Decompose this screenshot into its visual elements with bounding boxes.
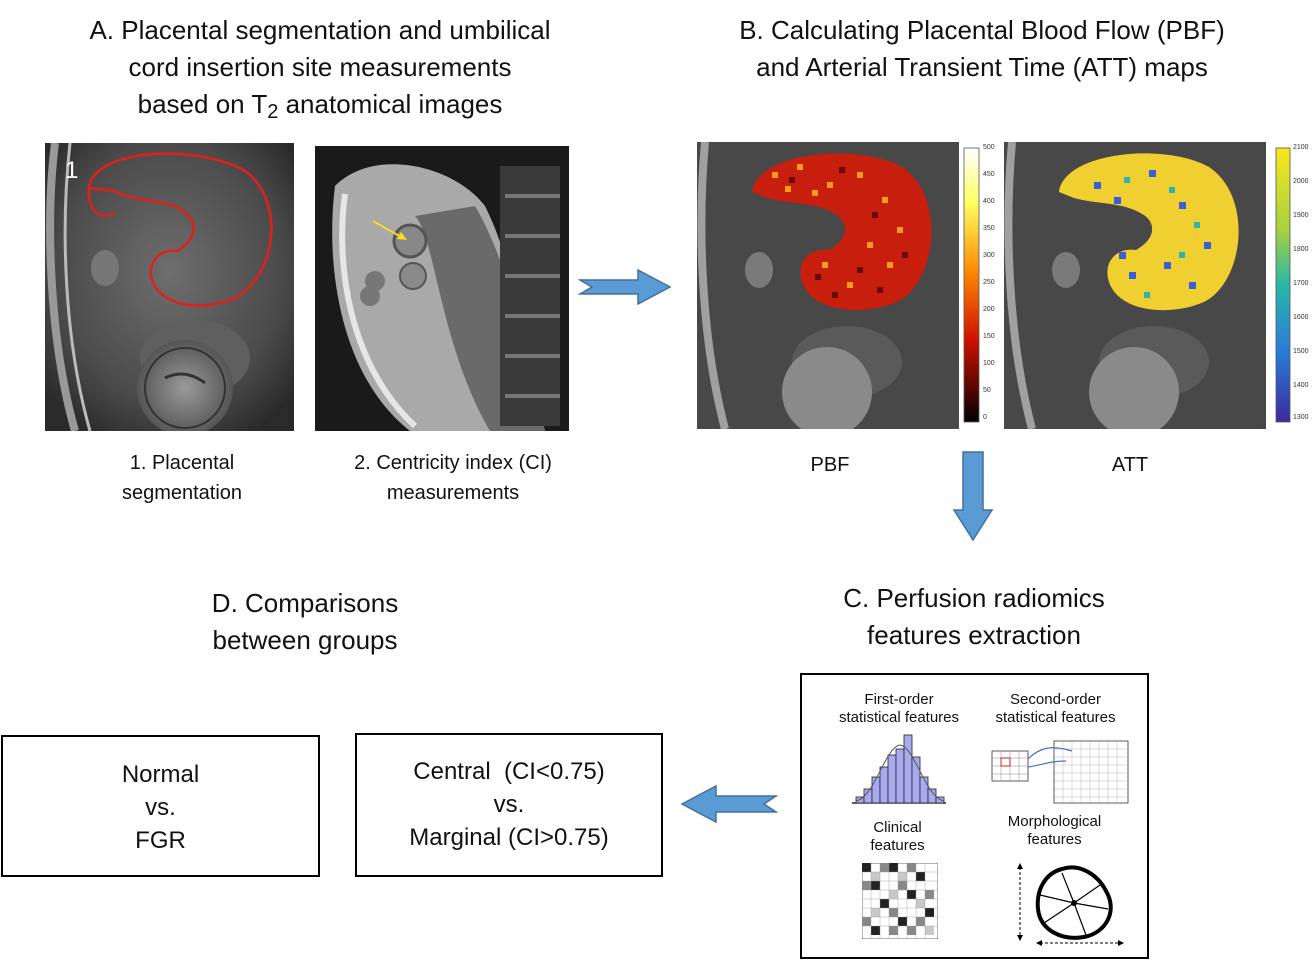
box2-line1: Central (CI<0.75): [357, 755, 661, 788]
box1-line1: Normal: [3, 758, 318, 791]
mri-segmentation-image: 1: [45, 143, 294, 431]
central-vs-marginal-box: Central (CI<0.75) vs. Marginal (CI>0.75): [355, 733, 663, 877]
panel-a-title: A. Placental segmentation and umbilical …: [20, 12, 620, 126]
arrow-a-to-b: [578, 268, 672, 306]
glcm-matrix-icon: [990, 737, 1130, 805]
att-map-image: [1004, 142, 1266, 429]
caption-centricity: 2. Centricity index (CI) measurements: [318, 448, 588, 508]
box2-line2: vs.: [357, 788, 661, 821]
panel-a-title-line1: A. Placental segmentation and umbilical: [20, 12, 620, 49]
clinical-label: Clinical features: [850, 819, 945, 855]
caption-segmentation: 1. Placental segmentation: [72, 448, 292, 508]
mri-centricity-image: [315, 146, 569, 431]
histogram-icon: [850, 727, 948, 807]
arrow-c-to-d: [680, 784, 778, 824]
panel-d-title: D. Comparisons between groups: [150, 585, 460, 659]
panel-a-title-line3: based on T2 anatomical images: [20, 86, 620, 126]
second-order-label: Second-order statistical features: [978, 691, 1133, 727]
image-number-tag: 1: [65, 157, 78, 185]
panel-c-title: C. Perfusion radiomics features extracti…: [774, 580, 1174, 654]
att-colorbar: [1275, 146, 1295, 426]
att-colorbar-ticks: 2100 2000 1900 1800 1700 1600 1500 1400 …: [1293, 144, 1315, 430]
morphology-shape-icon: [1010, 861, 1136, 947]
morphological-label: Morphological features: [982, 813, 1127, 849]
box2-line3: Marginal (CI>0.75): [357, 821, 661, 854]
panel-b-title: B. Calculating Placental Blood Flow (PBF…: [682, 12, 1282, 86]
arrow-b-to-c: [952, 450, 994, 542]
normal-vs-fgr-box: Normal vs. FGR: [1, 735, 320, 877]
att-label: ATT: [1080, 450, 1180, 480]
box1-line2: vs.: [3, 791, 318, 824]
panel-a-title-line2: cord insertion site measurements: [20, 49, 620, 86]
pbf-label: PBF: [780, 450, 880, 480]
box1-line3: FGR: [3, 824, 318, 857]
clinical-grid-icon: [862, 863, 938, 939]
features-box: First-order statistical features Second-…: [800, 673, 1149, 959]
first-order-label: First-order statistical features: [824, 691, 974, 727]
pbf-map-image: [697, 142, 959, 429]
